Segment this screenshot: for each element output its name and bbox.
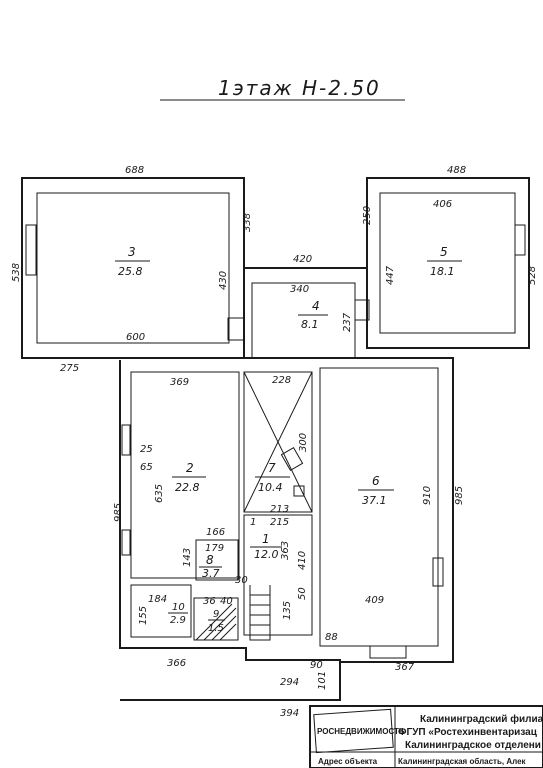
svg-text:366: 366 [167,658,186,669]
svg-text:166: 166 [206,527,225,538]
stair-room-1 [249,585,271,641]
room-label-4: 4 8.1 [298,299,328,331]
svg-text:18.1: 18.1 [430,265,455,278]
svg-text:25.8: 25.8 [118,265,143,278]
svg-text:155: 155 [138,606,149,625]
svg-text:538: 538 [11,263,22,282]
room-5-walls [366,177,530,349]
room-label-2: 2 22.8 [172,461,206,494]
svg-text:688: 688 [125,165,144,176]
svg-text:340: 340 [290,284,309,295]
room-9-hatch [195,603,237,641]
svg-text:2.9: 2.9 [170,615,186,626]
svg-text:215: 215 [270,517,289,528]
svg-text:394: 394 [280,708,299,719]
svg-text:12.0: 12.0 [254,548,279,561]
stamp-line-1: Калининградский филиал [420,713,543,725]
svg-text:37.1: 37.1 [362,494,387,507]
room-label-5: 5 18.1 [427,245,462,278]
room-label-1: 1 12.0 [250,532,282,561]
stamp-line-3: Калининградское отделени [405,740,541,751]
svg-text:2: 2 [186,461,194,475]
stamp-address-label: Адрес объекта [318,757,378,766]
svg-text:50: 50 [297,587,308,600]
room-label-10: 10 2.9 [168,602,188,626]
stamp-address-value: Калининградская область, Алек [398,757,527,766]
svg-text:7: 7 [268,461,276,475]
svg-text:294: 294 [280,677,299,688]
svg-text:338: 338 [242,213,253,232]
room-label-7: 7 10.4 [255,461,290,494]
svg-text:90: 90 [310,660,323,671]
svg-text:135: 135 [282,601,293,620]
dimension-labels: 688 538 430 338 600 275 488 406 250 447 … [11,165,538,719]
floor-title: 1этаж H-2.50 [218,76,381,100]
svg-text:25: 25 [140,444,153,455]
svg-text:410: 410 [297,551,308,570]
svg-text:10: 10 [172,602,185,613]
svg-text:420: 420 [293,254,312,265]
svg-text:143: 143 [182,548,193,567]
svg-text:300: 300 [298,433,309,452]
svg-text:6: 6 [372,474,380,488]
svg-text:1.5: 1.5 [208,623,224,634]
svg-text:250: 250 [362,206,373,225]
svg-text:985: 985 [454,486,465,505]
svg-text:4: 4 [312,299,320,313]
room-label-6: 6 37.1 [358,474,394,507]
svg-text:528: 528 [527,266,538,285]
svg-text:88: 88 [325,632,338,643]
svg-text:8.1: 8.1 [301,318,319,331]
svg-text:65: 65 [140,462,153,473]
svg-text:5: 5 [440,245,448,259]
stamp-badge: РОСНЕДВИЖИМОСТЬ [317,727,405,736]
svg-text:228: 228 [272,375,291,386]
svg-text:363: 363 [280,541,291,560]
room-7-hatch [243,371,313,513]
svg-text:1: 1 [250,517,256,528]
svg-text:430: 430 [218,271,229,290]
svg-text:22.8: 22.8 [175,481,200,494]
svg-text:179: 179 [205,543,224,554]
svg-text:985: 985 [113,503,124,522]
svg-text:488: 488 [447,165,466,176]
svg-text:409: 409 [365,595,384,606]
svg-text:600: 600 [126,332,145,343]
svg-text:447: 447 [385,265,396,285]
svg-text:635: 635 [154,484,165,503]
svg-text:8: 8 [206,553,214,567]
svg-text:3: 3 [128,245,136,259]
svg-text:101: 101 [317,671,328,690]
svg-text:9: 9 [213,609,219,620]
room-label-8: 8 3.7 [199,553,222,580]
title-block: РОСНЕДВИЖИМОСТЬ Калининградский филиал Ф… [309,705,543,768]
svg-text:369: 369 [170,377,189,388]
svg-text:910: 910 [422,486,433,505]
svg-text:275: 275 [60,363,79,374]
stamp-line-2: ФГУП «Ростехинвентаризац [398,727,538,738]
room-label-9: 9 1.5 [208,609,225,634]
svg-text:40: 40 [220,596,233,607]
svg-text:1: 1 [262,532,270,546]
svg-text:213: 213 [270,504,289,515]
svg-text:30: 30 [235,575,248,586]
room-label-3: 3 25.8 [115,245,150,278]
svg-text:184: 184 [148,594,167,605]
svg-text:406: 406 [433,199,452,210]
svg-text:367: 367 [395,662,415,673]
svg-text:10.4: 10.4 [258,481,283,494]
svg-text:3.7: 3.7 [202,567,220,580]
svg-text:237: 237 [342,312,353,332]
svg-text:36: 36 [203,596,216,607]
lower-walls [119,357,454,701]
